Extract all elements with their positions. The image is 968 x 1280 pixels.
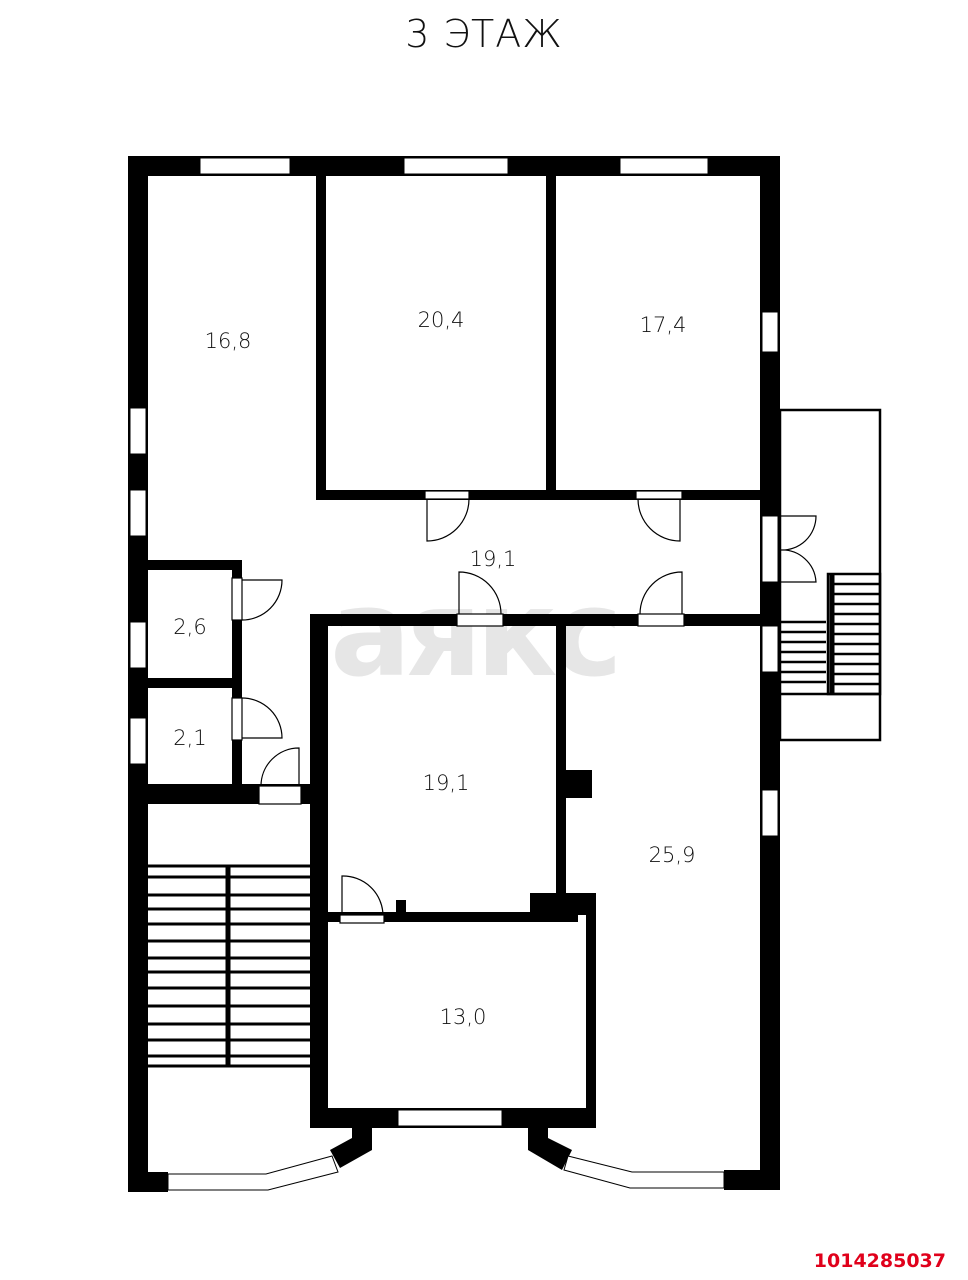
listing-id: 1014285037: [813, 1250, 946, 1272]
floor-title: 3 ЭТАЖ: [405, 12, 563, 56]
room-area-label: 20,4: [418, 308, 465, 332]
room-area-label: 17,4: [640, 313, 687, 337]
room-area-label: 2,6: [173, 615, 206, 639]
room-area-label: 19,1: [470, 547, 517, 571]
room-area-label: 16,8: [205, 329, 252, 353]
external-staircase: [778, 408, 882, 742]
room-area-label: 13,0: [440, 1005, 487, 1029]
room-labels: 16,8 20,4 17,4 19,1 2,6 2,1 19,1 25,9 13…: [173, 308, 695, 1029]
windows: [129, 157, 779, 1191]
room-area-label: 25,9: [649, 843, 696, 867]
watermark-logo: аякс: [330, 565, 623, 704]
staircase-left: [148, 864, 310, 1068]
room-area-label: 2,1: [173, 726, 206, 750]
room-area-label: 19,1: [423, 771, 470, 795]
doors: [231, 490, 817, 924]
